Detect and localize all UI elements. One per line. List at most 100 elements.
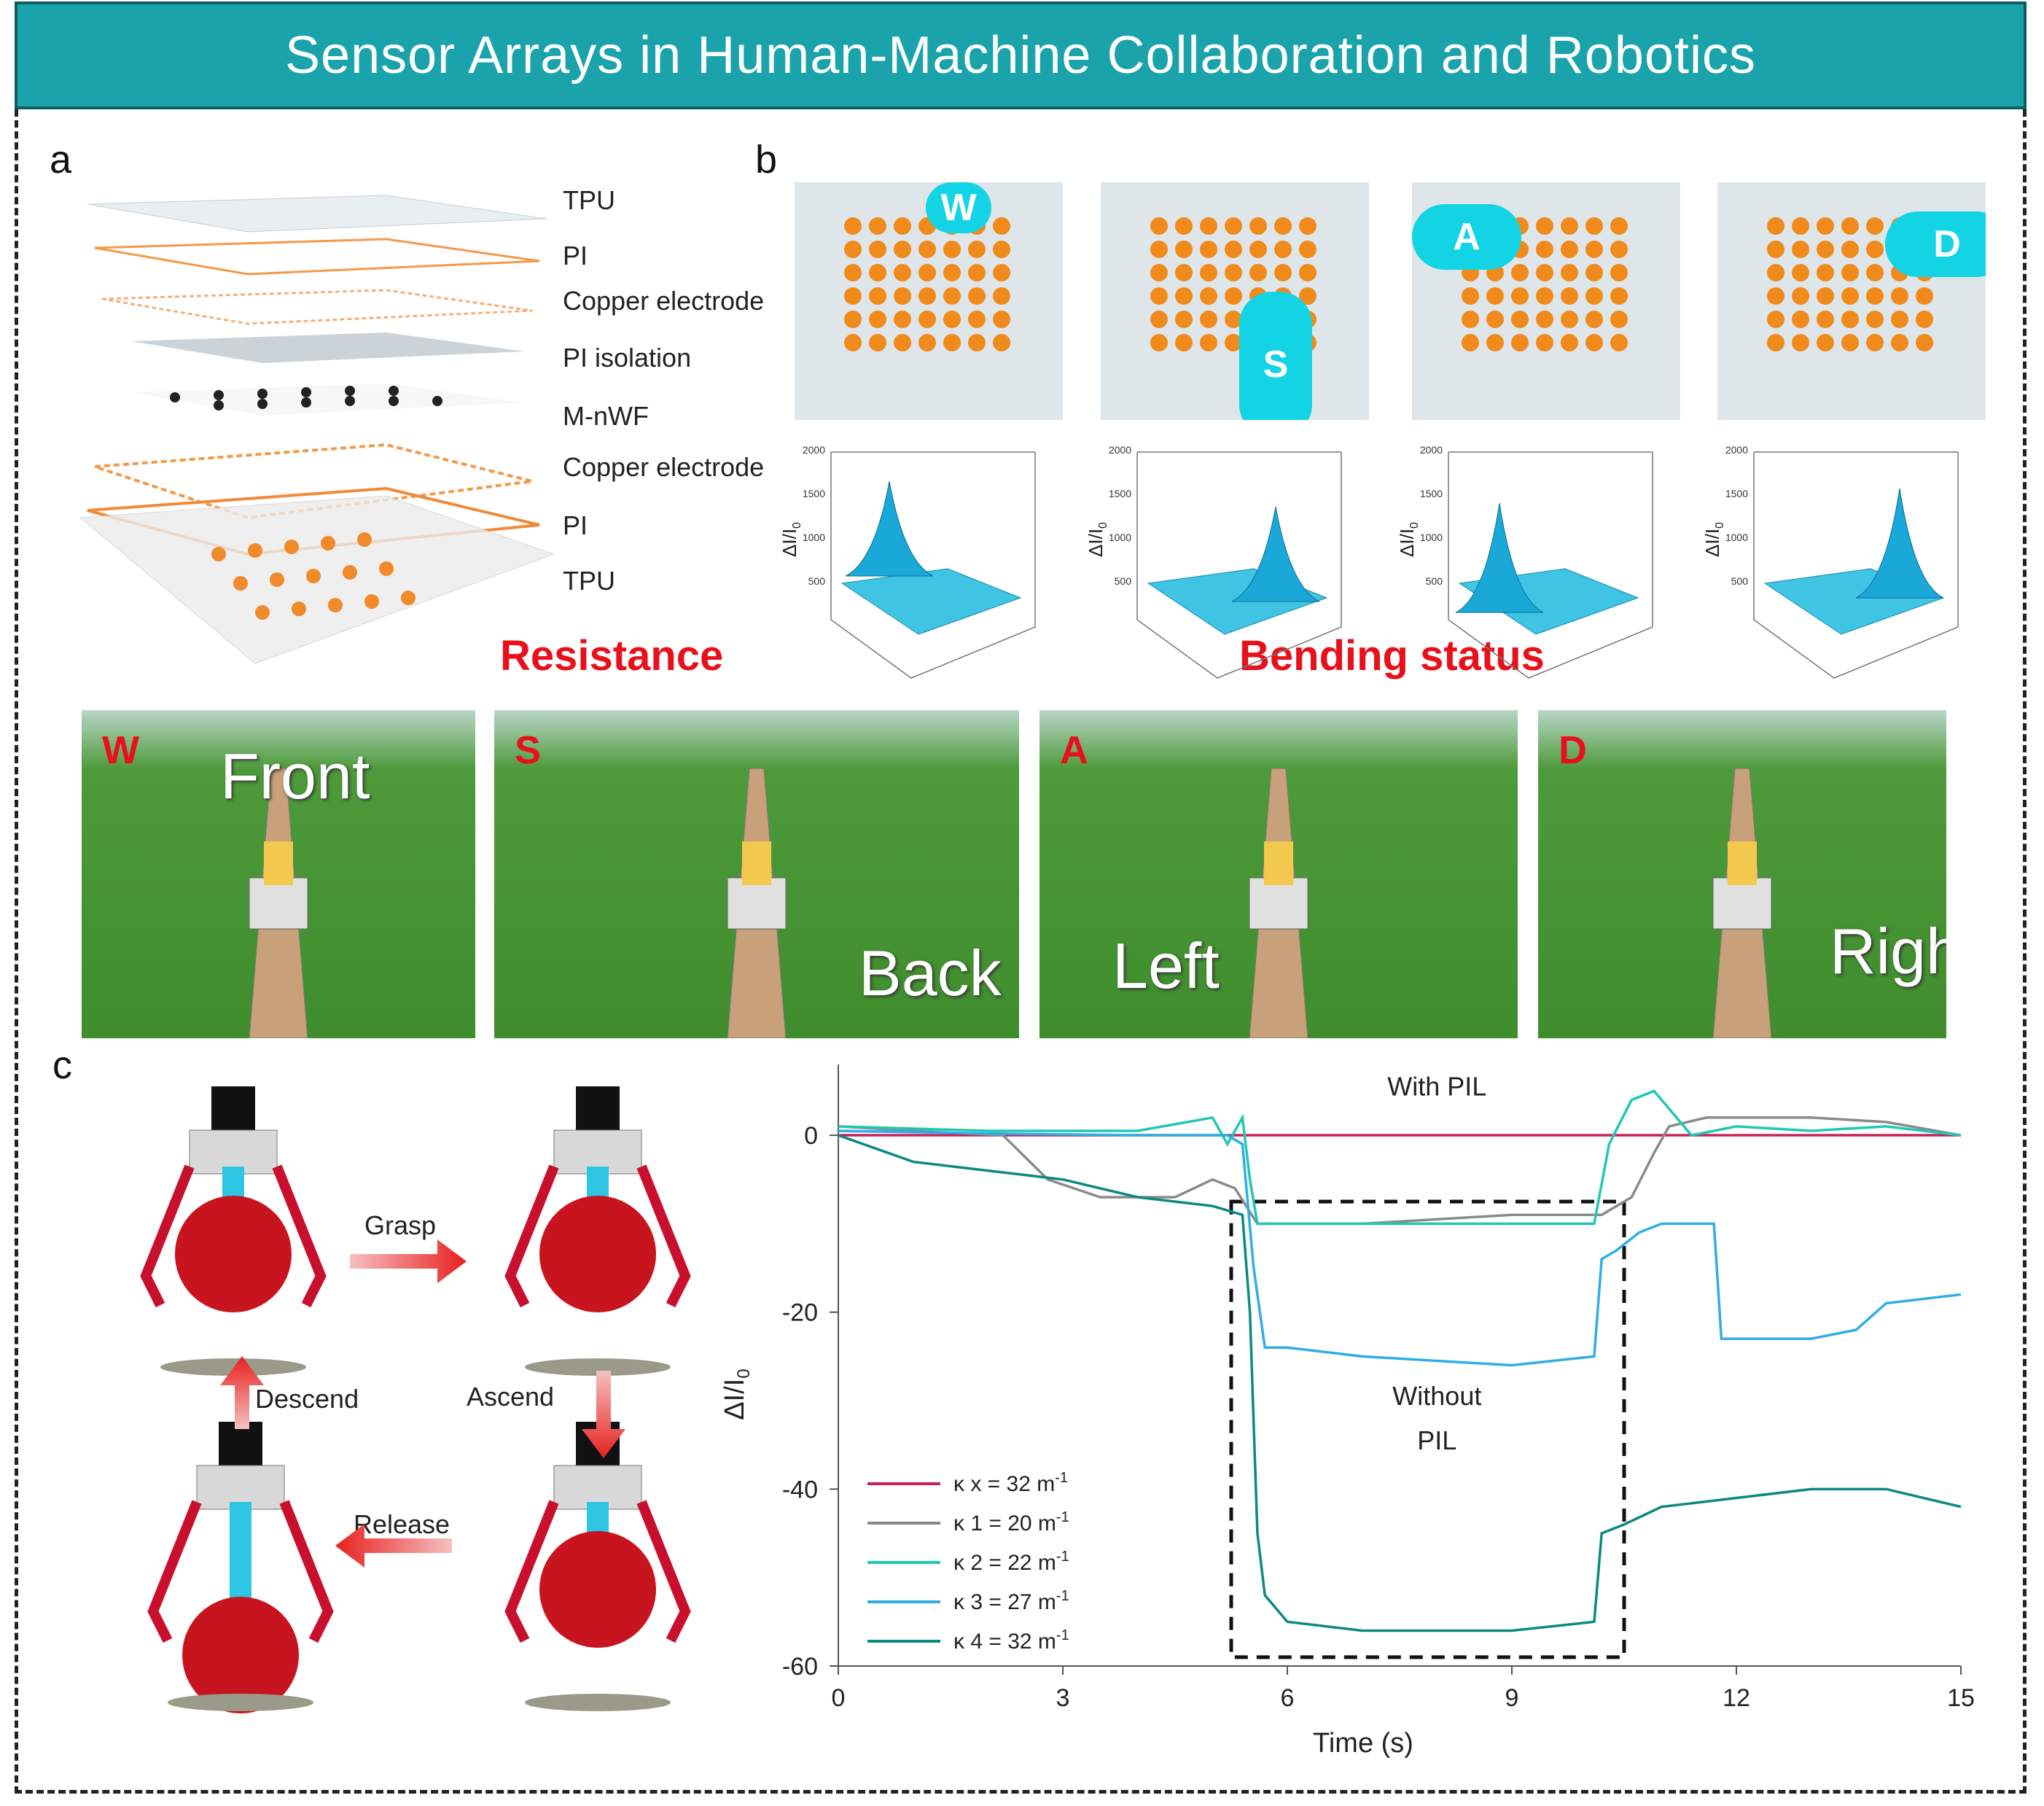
rail-track: [1249, 768, 1308, 1038]
sensor-dot: [1610, 264, 1628, 281]
sensor-dot: [894, 287, 911, 305]
surface-box: [1448, 452, 1653, 679]
sensor-photo-d: D: [1717, 182, 1986, 420]
sensor-dot: [844, 264, 862, 281]
sensor-dot: [1249, 264, 1267, 281]
sensor-dot: [1585, 264, 1603, 281]
sensor-dot: [844, 334, 862, 351]
surface-tick: 2000: [1725, 444, 1748, 456]
sensor-dot: [1866, 334, 1884, 351]
x-axis-label: Time (s): [1313, 1728, 1413, 1759]
gripper-1: [140, 1086, 327, 1376]
sensor-photo-w: W: [795, 182, 1063, 420]
surface-tick: 1500: [1109, 488, 1131, 499]
surface-base: [840, 568, 1022, 635]
sensor-dot: [1792, 264, 1809, 281]
sensor-dot: [1891, 334, 1908, 351]
sensor-dot: [1536, 334, 1553, 351]
sensor-dot: [894, 264, 911, 281]
sensor-dot: [1200, 287, 1217, 305]
sensor-dot: [918, 334, 936, 351]
surface-tick: 500: [1426, 575, 1443, 587]
sensor-dot: [1225, 334, 1242, 351]
sensor-dot: [968, 311, 986, 328]
sensor-dot: [993, 217, 1010, 235]
sensor-dot: [968, 287, 986, 305]
sensor-dot: [1462, 334, 1479, 351]
sensor-dot: [1299, 217, 1316, 235]
sensor-photo-a: A: [1412, 182, 1680, 420]
layer-mnwf: [131, 384, 525, 416]
descend-label: Descend: [255, 1384, 359, 1414]
gripper-motor: [576, 1086, 620, 1130]
release-label: Release: [354, 1509, 450, 1539]
y-axis-label-sub: 0: [734, 1369, 754, 1378]
x-tick-label: 12: [1723, 1684, 1750, 1712]
sensor-strip: [230, 1502, 251, 1604]
rail-track: [727, 768, 787, 1038]
sensor-dot: [1536, 217, 1553, 235]
sensor-dot: [1610, 287, 1628, 305]
y-tick-label: -60: [782, 1653, 818, 1681]
surface-ylabel: ΔI/I0: [1396, 522, 1421, 557]
apple: [182, 1597, 299, 1713]
gripper-motor: [576, 1422, 620, 1466]
base-plate: [525, 1694, 671, 1711]
sensor-dot: [869, 264, 886, 281]
sensor-dot: [1299, 264, 1316, 281]
sensor-dot: [1916, 311, 1933, 328]
legend-label-2: κ 2 = 22 m-1: [953, 1549, 1069, 1575]
sensor-dot: [968, 334, 986, 351]
game-key-s: S: [515, 728, 542, 772]
finger-a: A: [1412, 204, 1521, 270]
player: [742, 841, 771, 885]
apple: [539, 1196, 656, 1312]
gripper-motor: [219, 1422, 262, 1466]
surface-tick: 2000: [803, 444, 825, 456]
surface-ylabel-sub: 0: [1097, 522, 1109, 529]
sensor-dot: [1561, 287, 1578, 305]
sensor-dot: [1792, 217, 1809, 235]
sensor-dot: [943, 311, 961, 328]
gripper-motor: [211, 1086, 255, 1130]
sensor-dot: [869, 241, 886, 258]
surface-tick: 1000: [1420, 532, 1443, 543]
sensor-dot: [1841, 334, 1859, 351]
sensor-dot: [1866, 241, 1884, 258]
sensor-dot: [1150, 287, 1168, 305]
sensor-dot: [1585, 287, 1603, 305]
sensor-dot: [1817, 334, 1834, 351]
layer-pi-isolation: [131, 332, 525, 363]
sensor-dot: [1767, 334, 1784, 351]
sensor-dot: [918, 241, 936, 258]
sensor-dot: [1841, 311, 1859, 328]
sensor-dot: [894, 217, 911, 235]
y-tick-label: -20: [782, 1299, 818, 1327]
legend-label-sup-3: -1: [1056, 1588, 1069, 1604]
gripper-3: [147, 1422, 334, 1713]
game-direction-left: Left: [1112, 930, 1220, 1002]
sensor-dot: [1536, 241, 1553, 258]
surface-ylabel-sub: 0: [1408, 522, 1421, 529]
sensor-dot: [1866, 217, 1884, 235]
sensor-dot: [1585, 241, 1603, 258]
surface-tick: 500: [808, 575, 826, 587]
sensor-dot: [1175, 287, 1193, 305]
surface-ylabel: ΔI/I0: [1085, 522, 1109, 557]
sensor-dot: [1249, 241, 1267, 258]
sensor-dot: [1792, 241, 1809, 258]
sensor-dot: [1175, 334, 1193, 351]
rail-track: [1712, 768, 1772, 1038]
game-key-w: W: [102, 728, 139, 772]
layer-label-copper-2: Copper electrode: [563, 452, 765, 482]
sensor-dot: [943, 264, 961, 281]
sensor-dot: [1866, 264, 1884, 281]
sensor-array-s: [1150, 217, 1316, 351]
sensor-dot: [1249, 217, 1267, 235]
layer-label-mnwf: M-nWF: [563, 401, 649, 431]
player: [264, 841, 293, 885]
